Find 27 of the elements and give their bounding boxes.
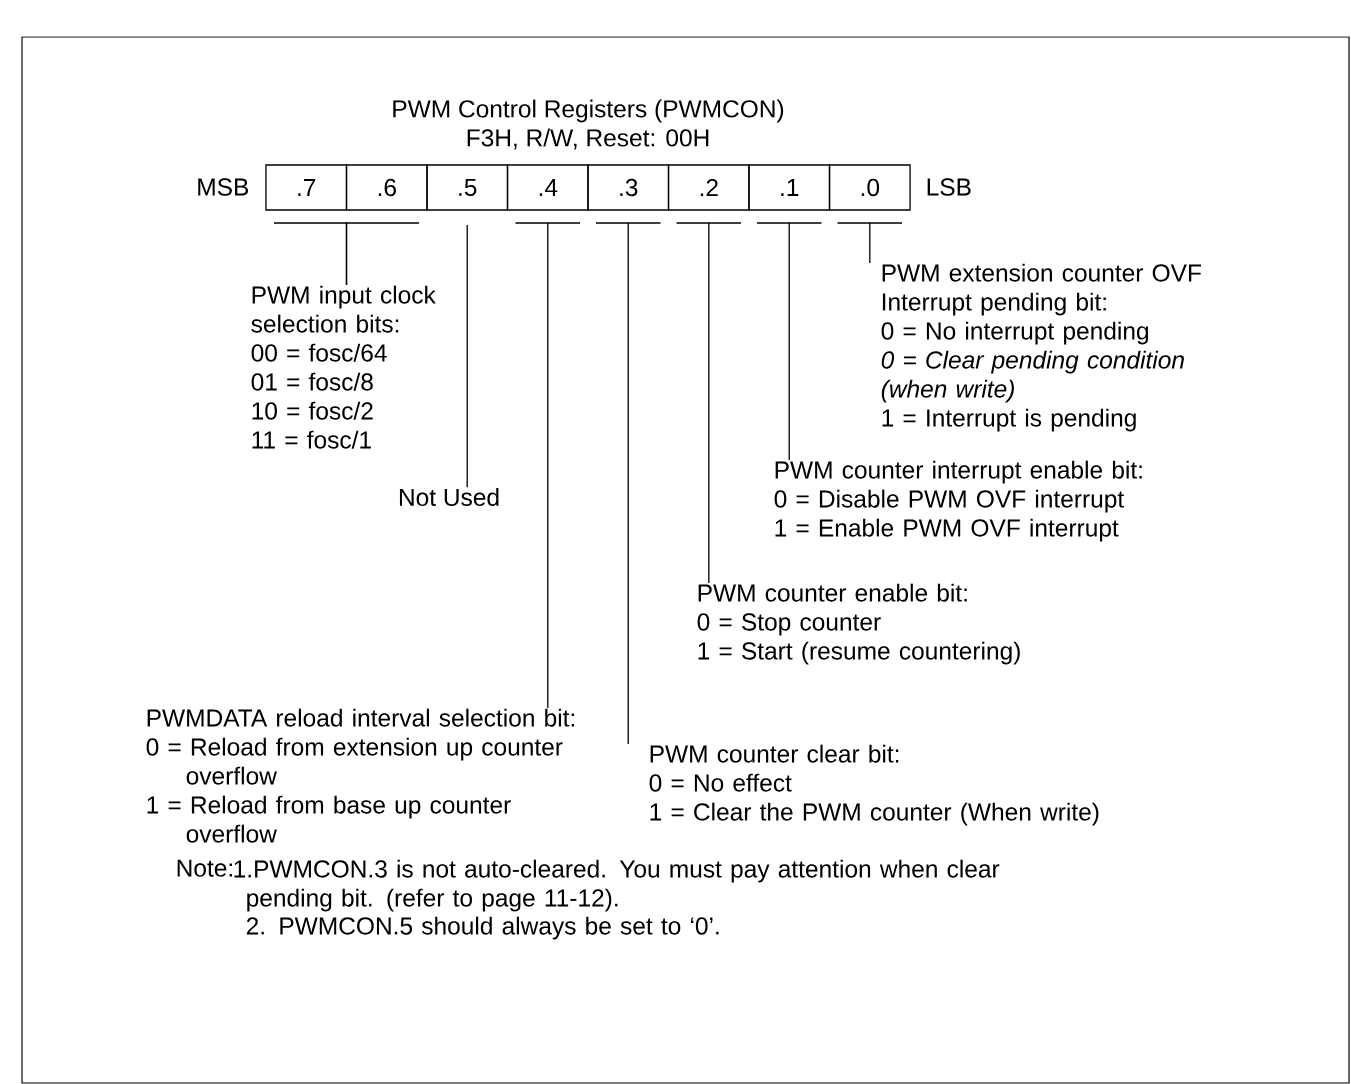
bit-description: PWM input clock selection bits: 00 = fosc/64 01 = fosc/8 10 = fosc/2 11 = fosc/1 <box>251 285 436 449</box>
bit-cell: .3 <box>587 164 670 211</box>
bit-cell: .5 <box>426 164 509 211</box>
bit-description: PWM counter clear bit: 0 = No effect 1 = Clear the PWM counter (When write) <box>649 744 1099 826</box>
bit-description: PWM extension counter OVF Interrupt pending bit: 0 = No interrupt pending 0 = Clear pending condition (when write) 1 = Interrupt is pending <box>881 263 1201 432</box>
bit-cell: .1 <box>748 164 831 211</box>
bit-cell: .6 <box>345 164 428 211</box>
leader-line <box>345 222 420 286</box>
leader-line <box>836 222 903 264</box>
register-info: F3H, R/W, Reset: 00H <box>467 128 709 150</box>
bit-description: PWMDATA reload interval selection bit: 0 = Reload from extension up counter overflow 1 = Reload from base up counter overflow <box>146 708 575 843</box>
note-label: Note: <box>177 859 232 877</box>
note-text: 1.PWMCON.3 is not auto-cleared. You must pay attention when clear pending bit. (refer to page 11-12). <box>234 859 1000 912</box>
bit-description: Not Used <box>399 488 499 506</box>
leader-line <box>675 222 742 584</box>
leader-line <box>595 222 662 745</box>
bit-description: PWM counter interrupt enable bit: 0 = Disable PWM OVF interrupt 1 = Enable PWM OVF interrupt <box>774 460 1142 542</box>
bit-cell: .0 <box>828 164 911 211</box>
leader-line <box>466 224 468 488</box>
note-text: 2. PWMCON.5 should always be set to ‘0’. <box>246 916 719 940</box>
bit-description: PWM counter enable bit: 0 = Stop counter 1 = Start (resume countering) <box>697 583 1020 665</box>
bit-cell: .4 <box>506 164 589 211</box>
leader-line <box>756 222 823 461</box>
register-title: PWM Control Registers (PWMCON) <box>393 99 784 123</box>
bit-cell: .2 <box>667 164 750 211</box>
bit-cell: .7 <box>265 164 348 211</box>
leader-line <box>514 222 581 709</box>
